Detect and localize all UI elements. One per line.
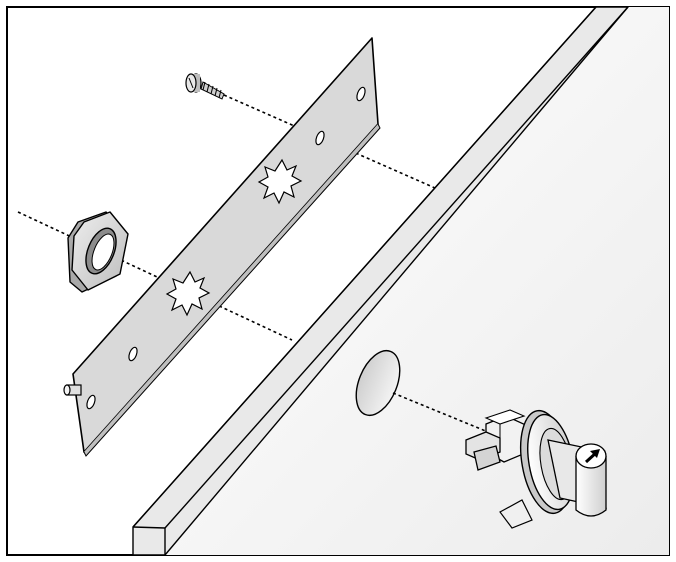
mounting-plate [63,37,381,457]
plate-star-cutout-upper [257,158,303,205]
switch-rear-body [465,409,529,471]
plate-star-cutout-lower [165,270,211,317]
rotary-switch-icon [465,409,607,529]
panel-face-line [164,6,629,529]
hole-icon [355,349,401,417]
plate-thickness [83,123,381,457]
plate-hole-top [356,86,366,102]
hex-nut-icon [67,211,129,293]
switch-knob [547,439,607,517]
switch-bottom-tab [499,499,533,529]
plate-pin [63,384,82,396]
plate-hole-lower [128,346,138,362]
panel-hole [355,349,401,417]
screw-icon [185,73,225,100]
guide-line-hex [17,211,293,341]
panel-edge-line [132,6,597,528]
plate-hole-upper [315,130,325,146]
panel-corner-line [132,526,166,529]
plate-hole-bottom [86,394,96,410]
arrow-icon [584,449,600,464]
